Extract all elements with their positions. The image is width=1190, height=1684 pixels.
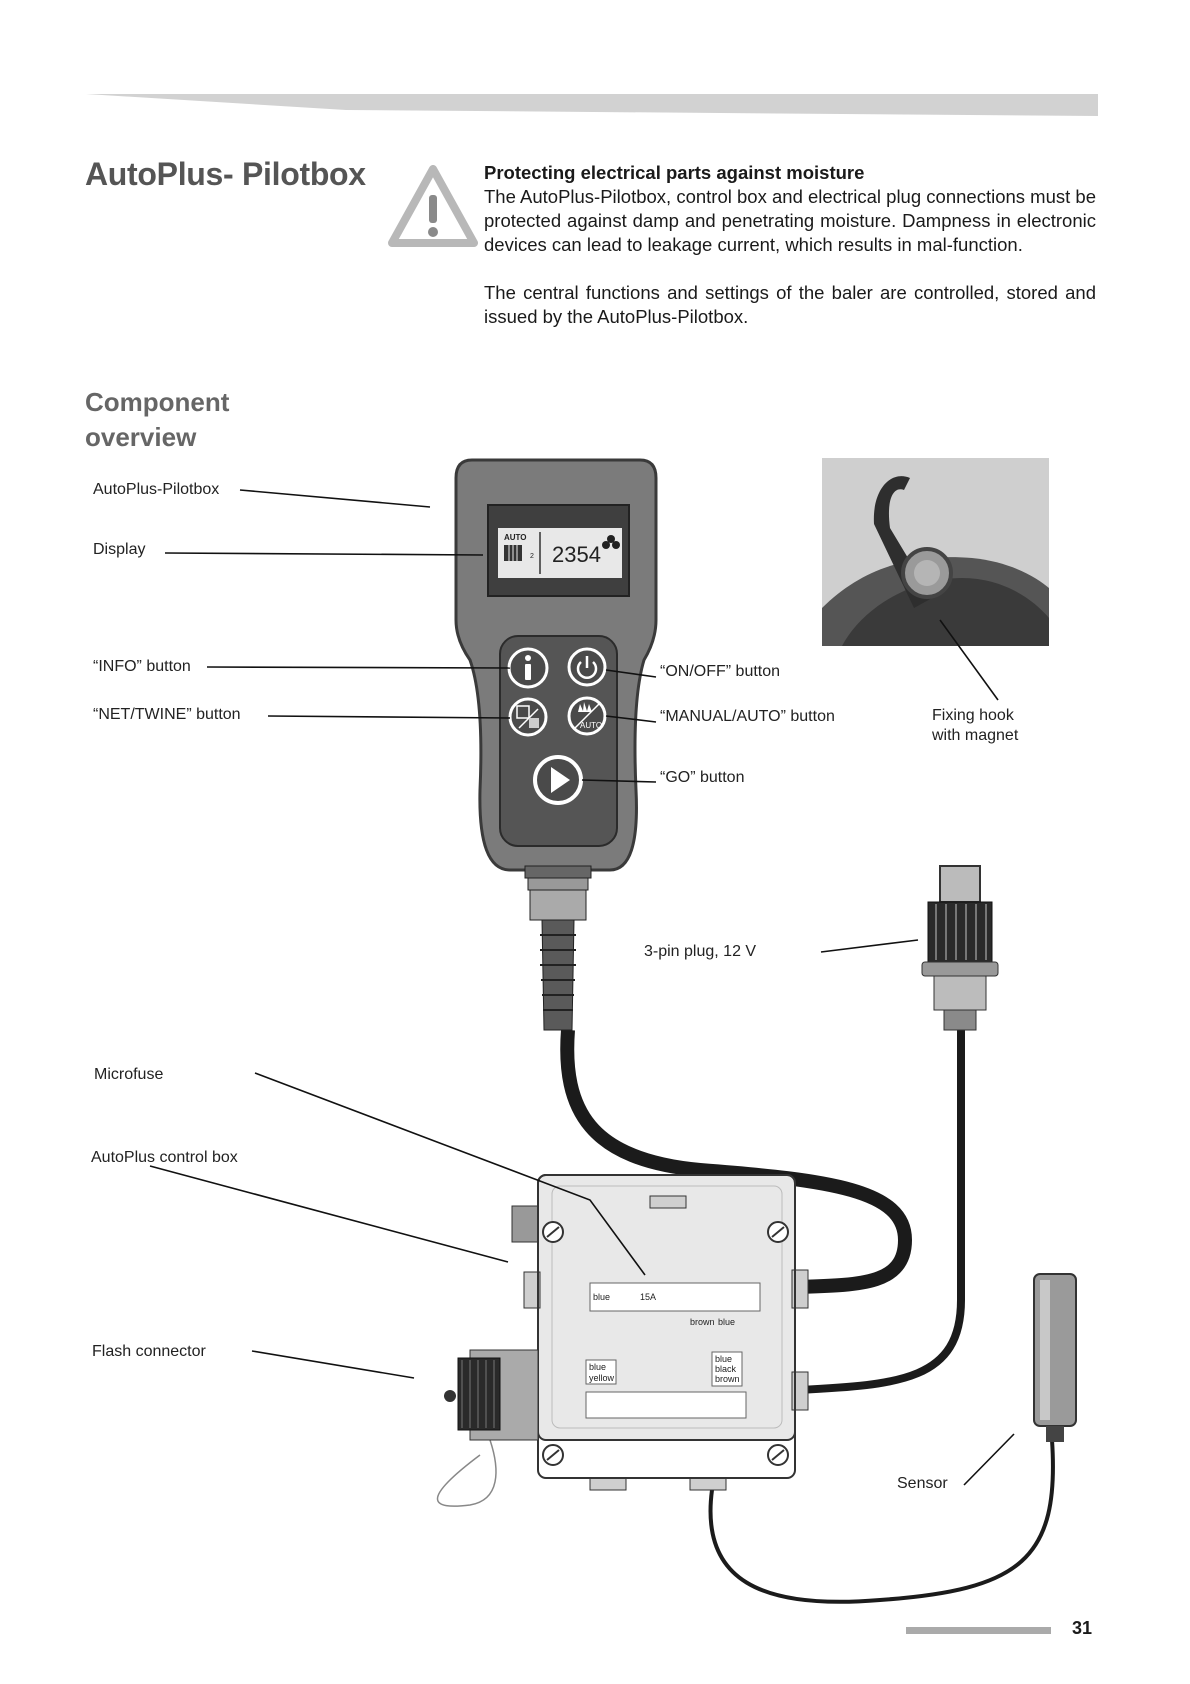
- label-go-button: “GO” button: [660, 769, 745, 786]
- display-bale-icon: [504, 545, 522, 561]
- terminal-right-brown: brown: [715, 1374, 740, 1384]
- notice-heading: Protecting electrical parts against mois…: [484, 162, 865, 183]
- info-icon: [525, 655, 531, 680]
- terminal-fuse: 15A: [640, 1292, 656, 1302]
- plug-connector: [921, 865, 999, 1031]
- section-title-line1: Component: [85, 387, 230, 417]
- footer-bar: [906, 1627, 1051, 1634]
- manual-auto-button[interactable]: AUTO: [567, 696, 607, 736]
- section-title-line2: overview: [85, 422, 197, 452]
- flash-connector: [444, 1349, 539, 1441]
- label-info-button: “INFO” button: [93, 658, 191, 675]
- pilotbox-device: AUTO 2 2354: [454, 458, 658, 1031]
- net-twine-button[interactable]: [508, 697, 548, 737]
- label-manual-auto-button: “MANUAL/AUTO” button: [660, 708, 835, 725]
- leader-lines: [149, 489, 1015, 1486]
- label-microfuse: Microfuse: [94, 1066, 164, 1083]
- label-net-twine-button: “NET/TWINE” button: [93, 706, 241, 723]
- label-display: Display: [93, 541, 146, 558]
- control-box: blue 15A brown blue blue yellow blue bla…: [511, 1174, 809, 1491]
- label-fixing-hook-2: with magnet: [932, 727, 1019, 744]
- terminal-top: blue: [593, 1292, 610, 1302]
- label-on-off-button: “ON/OFF” button: [660, 663, 781, 680]
- display-small-digit: 2: [530, 553, 534, 560]
- net-twine-icon: [516, 705, 539, 729]
- info-button[interactable]: [507, 647, 549, 689]
- label-plug: 3-pin plug, 12 V: [644, 943, 757, 960]
- notice-paragraph: The central functions and settings of th…: [484, 282, 1096, 327]
- bale-count-icon: [602, 535, 620, 549]
- svg-text:AUTO: AUTO: [580, 721, 602, 730]
- notice-body: The AutoPlus-Pilotbox, control box and e…: [484, 186, 1096, 255]
- terminal-mid-blue: blue: [589, 1362, 606, 1372]
- header-bar: [86, 94, 1098, 116]
- terminal-brown: brown: [690, 1317, 715, 1327]
- label-pilotbox: AutoPlus-Pilotbox: [93, 481, 220, 498]
- terminal-right-black: black: [715, 1364, 737, 1374]
- page-number: 31: [1072, 1618, 1093, 1638]
- terminal-blue: blue: [718, 1317, 735, 1327]
- terminal-mid-yellow: yellow: [589, 1373, 615, 1383]
- label-sensor: Sensor: [897, 1475, 948, 1492]
- terminal-labels: blue 15A brown blue blue yellow blue bla…: [585, 1282, 761, 1419]
- fixing-hook-photo: [822, 458, 1049, 646]
- power-icon: [576, 656, 598, 679]
- notice-text: Protecting electrical parts against mois…: [484, 161, 1096, 329]
- terminal-right-blue: blue: [715, 1354, 732, 1364]
- display-mode: AUTO: [504, 533, 527, 542]
- display-counter: 2354: [552, 542, 601, 567]
- page-title: AutoPlus- Pilotbox: [85, 156, 366, 192]
- label-flash-connector: Flash connector: [92, 1343, 206, 1360]
- manual-auto-icon: AUTO: [574, 702, 602, 730]
- sensor-device: [1033, 1273, 1077, 1442]
- go-button[interactable]: [533, 755, 583, 805]
- play-icon: [551, 767, 570, 793]
- on-off-button[interactable]: [567, 647, 607, 687]
- section-title: Component overview: [85, 385, 229, 455]
- warning-triangle-icon: [388, 165, 478, 247]
- label-control-box: AutoPlus control box: [91, 1149, 238, 1166]
- label-fixing-hook-1: Fixing hook: [932, 707, 1014, 724]
